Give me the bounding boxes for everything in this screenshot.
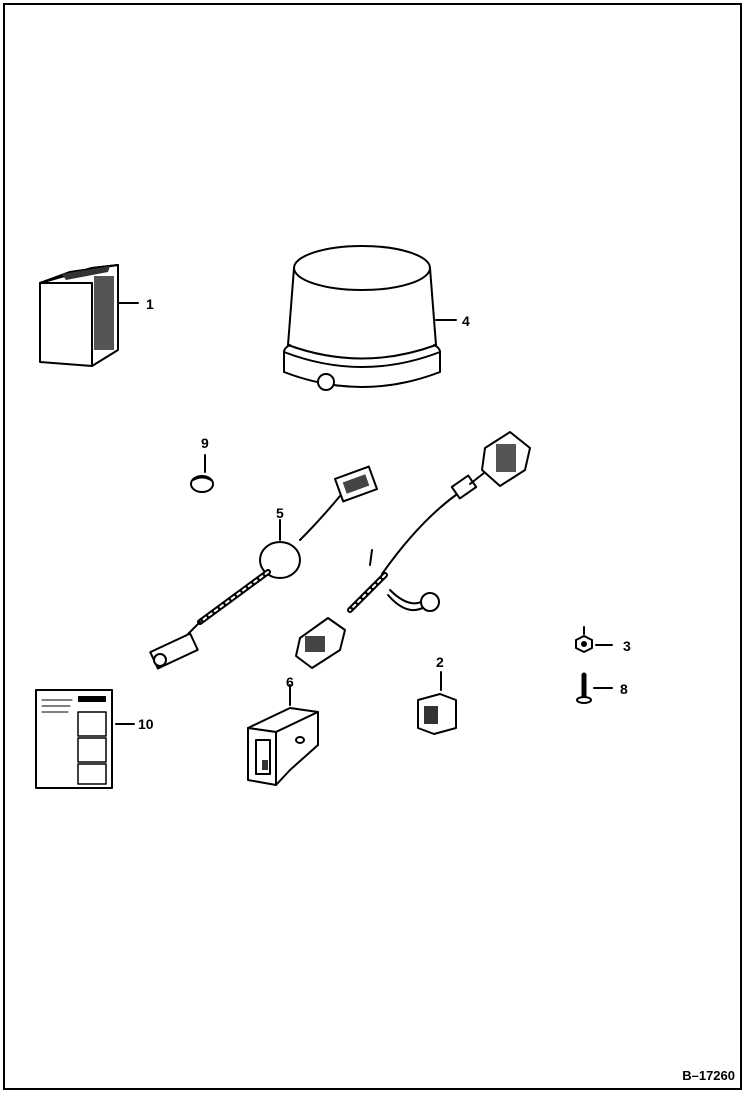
instruction-sheet-drawing [35,689,135,789]
callout-mounting-bracket: 6 [286,674,294,690]
mounting-bracket-drawing [247,684,319,786]
callout-beacon-light: 4 [462,313,470,329]
callout-grommet: 9 [201,435,209,451]
callout-wire-harness: 5 [276,505,284,521]
grommet-drawing [190,454,214,493]
callout-battery-box: 1 [146,296,154,312]
drawing-frame [3,3,742,1090]
callout-instruction-sheet: 10 [138,716,154,732]
callout-switch: 2 [436,654,444,670]
nut-drawing [575,626,613,653]
wire-harness-drawing [149,431,531,670]
callout-nut: 3 [623,638,631,654]
figure-id: B–17260 [682,1068,735,1083]
callout-bolt: 8 [620,681,628,697]
battery-box-drawing [39,264,139,367]
bolt-drawing [576,672,613,704]
beacon-light-drawing [283,245,457,391]
switch-drawing [417,671,457,735]
